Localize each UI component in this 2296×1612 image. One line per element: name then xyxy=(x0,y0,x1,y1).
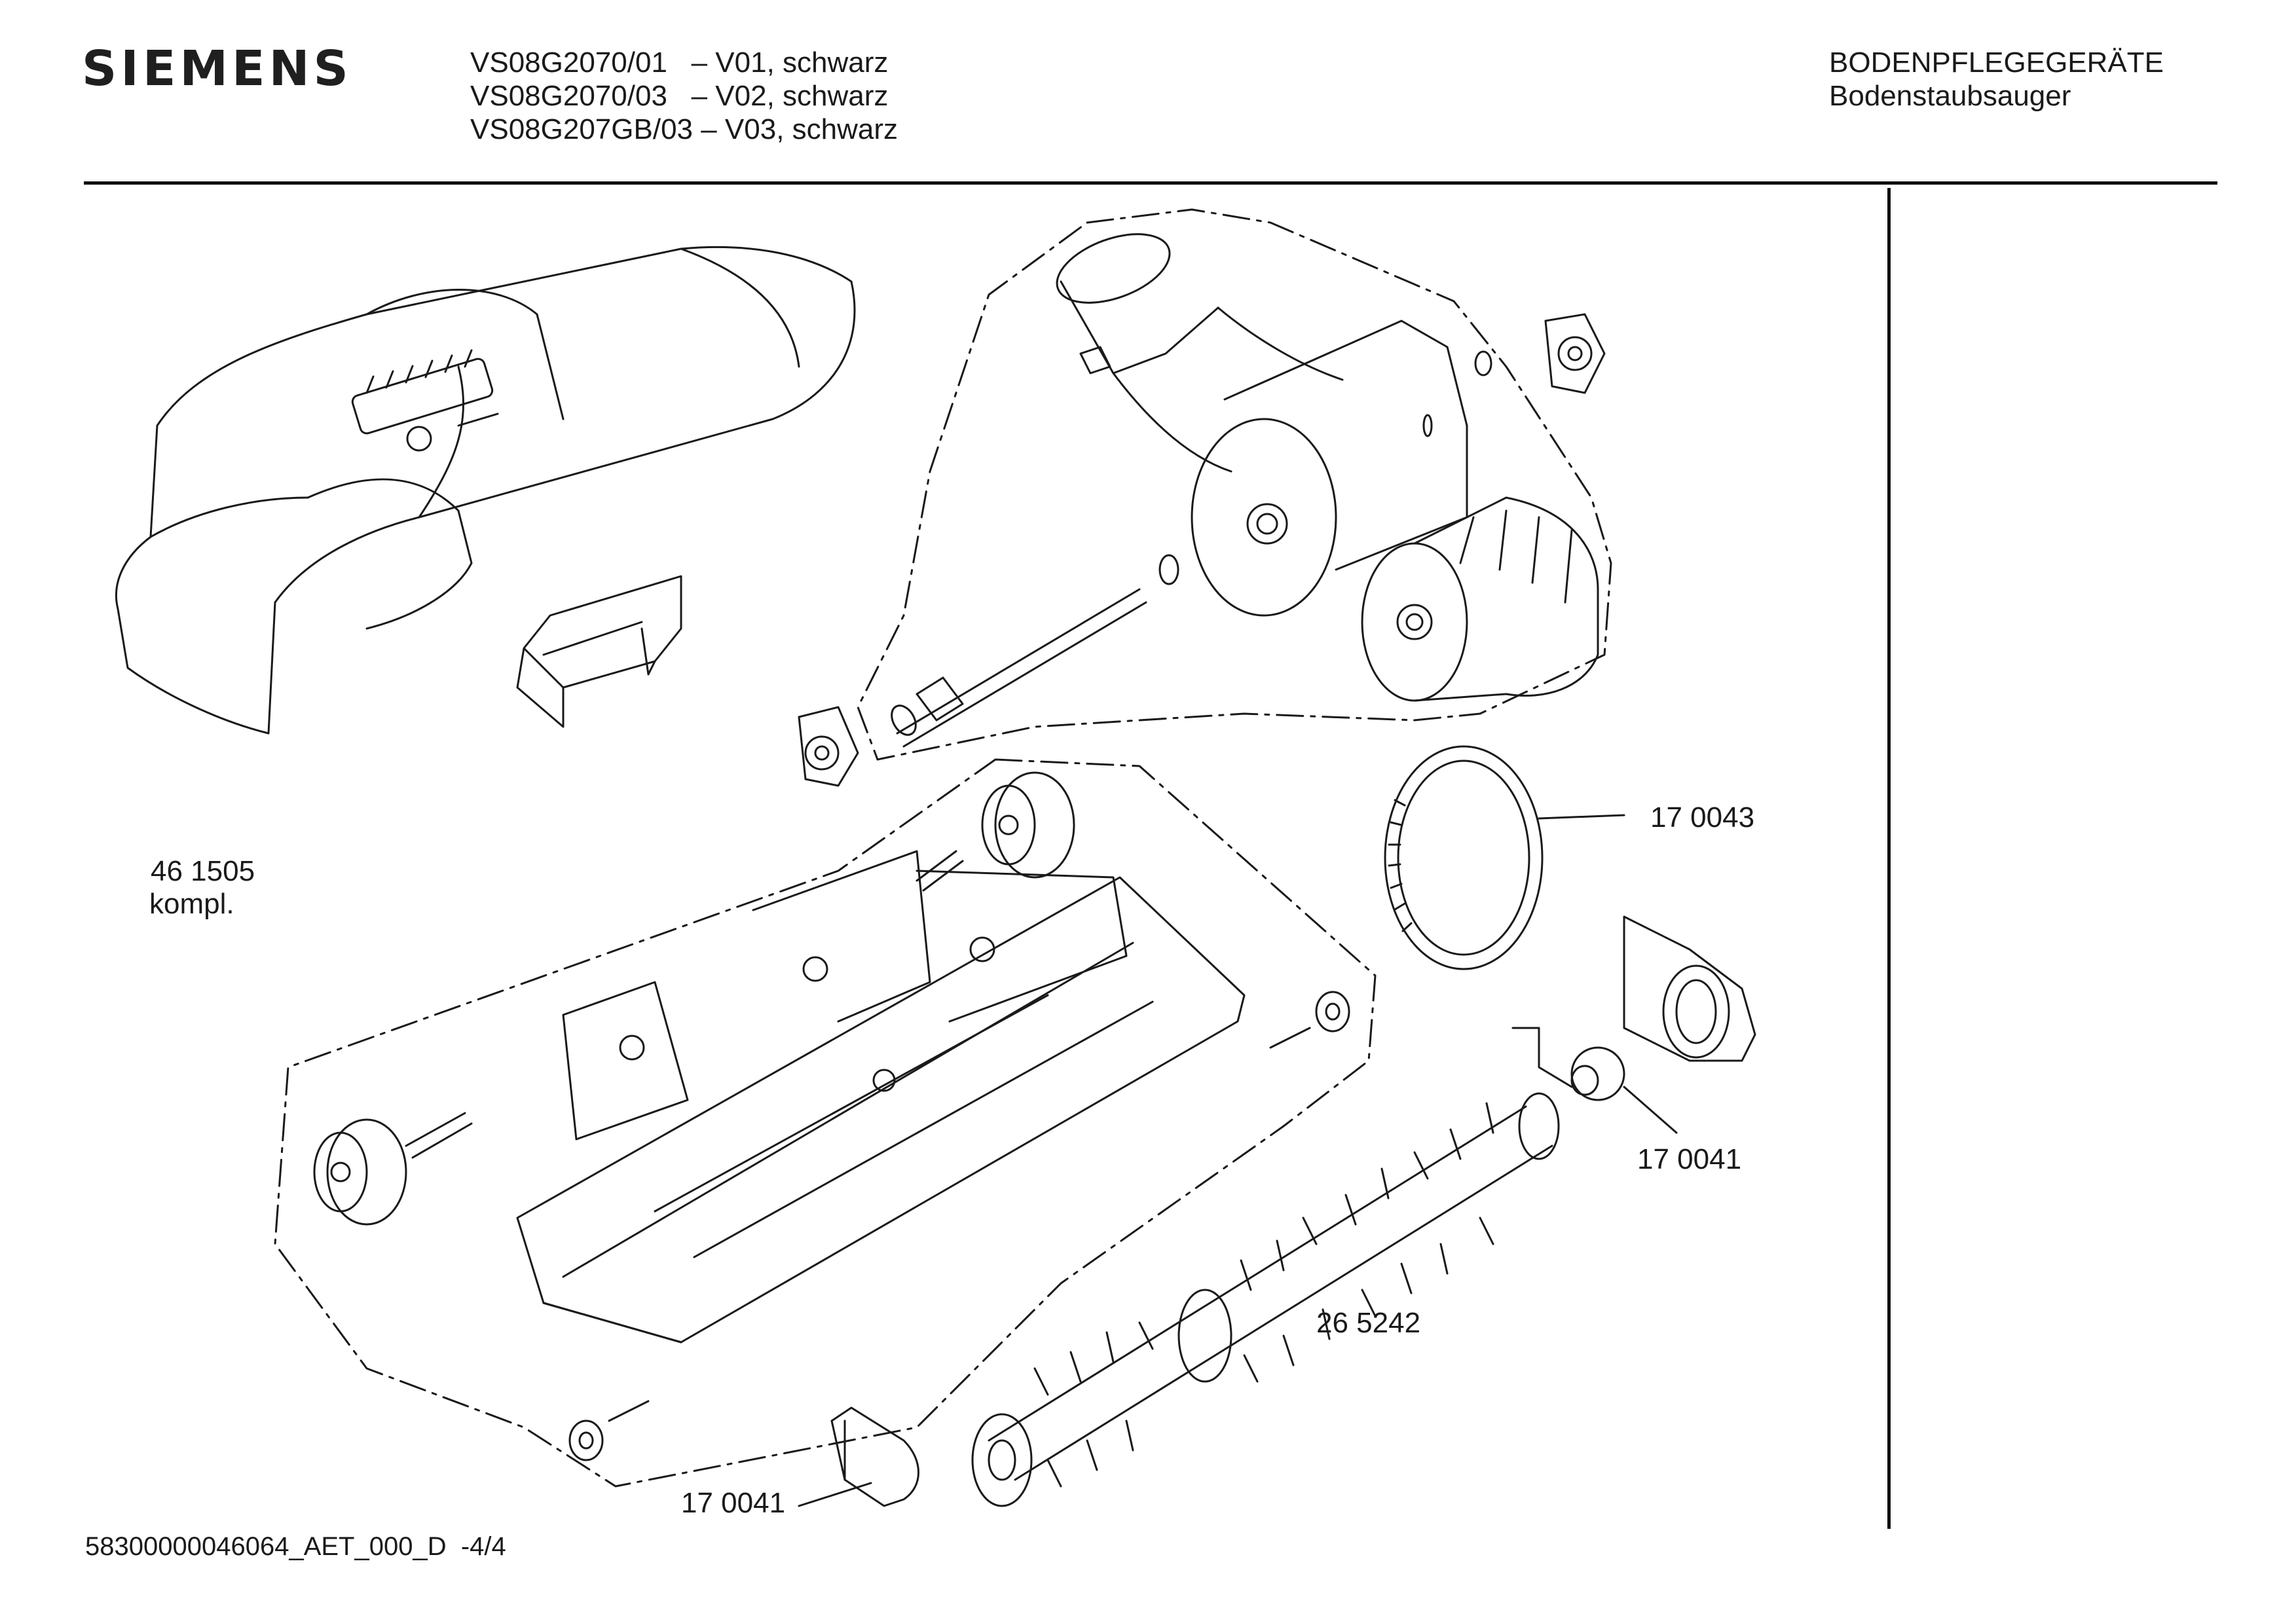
model-line: VS08G2070/03 – V02, schwarz xyxy=(470,80,889,112)
brush-roll-part xyxy=(972,1093,1559,1506)
belt-leader-line xyxy=(1539,815,1624,818)
base-plate-part xyxy=(517,851,1244,1342)
category-title: BODENPFLEGEGERÄTE xyxy=(1829,46,2164,79)
small-bushing-right xyxy=(1316,992,1349,1031)
brush-roll-part-number: 26 5242 xyxy=(1316,1307,1421,1339)
document-code: 58300000046064_AET_000_D -4/4 xyxy=(85,1532,506,1561)
model-line: VS08G2070/01 – V01, schwarz xyxy=(470,46,889,79)
bearing-right-leader-line xyxy=(1624,1087,1676,1133)
brush-cover-part xyxy=(1624,917,1755,1061)
turbine-housing-part xyxy=(1048,221,1467,615)
drive-belt-part xyxy=(1385,746,1542,969)
bottom-bearing-part xyxy=(832,1408,919,1506)
category-subtitle: Bodenstaubsauger xyxy=(1829,80,2071,112)
bottom-bearing-part-number: 17 0041 xyxy=(681,1487,786,1519)
assembly-note-label: kompl. xyxy=(149,888,234,920)
model-list: VS08G2070/01 – V01, schwarz VS08G2070/03… xyxy=(470,46,898,146)
turbine-group-outline xyxy=(858,210,1611,760)
wheel-left-part xyxy=(314,1120,406,1224)
shaft-bearing-part xyxy=(799,707,858,786)
header-divider xyxy=(84,181,2217,185)
small-bushing-left xyxy=(570,1421,602,1460)
ring-part xyxy=(1475,352,1491,375)
wheel-top-part xyxy=(982,773,1074,877)
bearing-bottom-leader-line xyxy=(799,1483,871,1506)
turbine-wheel-part xyxy=(1362,498,1598,701)
margin-divider xyxy=(1887,188,1891,1529)
top-bearing-part xyxy=(1546,314,1604,393)
siemens-logo: SIEMENS xyxy=(82,41,352,97)
assembly-number-label: 46 1505 xyxy=(151,855,255,887)
right-bearing-part-number: 17 0041 xyxy=(1637,1143,1742,1175)
right-bearing-part xyxy=(1513,1028,1624,1100)
axle-pins xyxy=(406,851,1310,1421)
turbine-shaft-part xyxy=(887,555,1178,746)
base-plate-group-outline xyxy=(275,760,1375,1486)
model-line: VS08G207GB/03 – V03, schwarz xyxy=(470,113,898,145)
belt-part-number: 17 0043 xyxy=(1650,801,1755,833)
nozzle-cover-part xyxy=(116,247,855,733)
category-block: BODENPFLEGEGERÄTE Bodenstaubsauger xyxy=(1829,46,2164,113)
slider-part xyxy=(517,576,681,727)
